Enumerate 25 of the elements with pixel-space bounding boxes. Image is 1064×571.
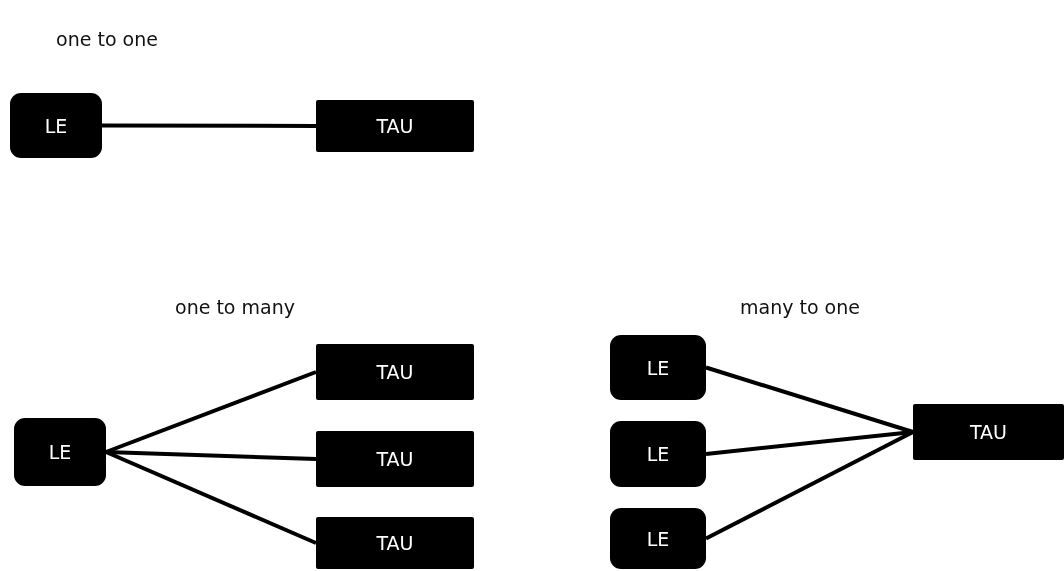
rounded-box (610, 335, 706, 400)
section-heading: one to one (56, 28, 158, 50)
box-label: LE (646, 527, 670, 550)
box-label: TAU (376, 532, 414, 554)
rectangle-box (316, 431, 474, 487)
rounded-box (10, 93, 102, 158)
box-label: TAU (376, 361, 414, 383)
rounded-box (610, 508, 706, 569)
rectangle-box (316, 100, 474, 152)
section-heading: one to many (175, 296, 295, 318)
box-label: LE (646, 443, 670, 465)
rounded-box (610, 421, 706, 487)
box-label: LE (44, 114, 68, 137)
connector-line (705, 365, 914, 434)
section-heading: many to one (740, 296, 860, 318)
rectangle-box (316, 517, 474, 569)
rounded-box (14, 418, 106, 486)
box-label: TAU (376, 115, 414, 137)
connector-line (102, 123, 316, 128)
box-label: LE (48, 441, 72, 463)
box-label: TAU (969, 421, 1007, 443)
box-label: LE (646, 356, 670, 379)
box-label: TAU (376, 448, 414, 470)
rectangle-box (913, 404, 1064, 460)
rectangle-box (316, 344, 474, 400)
